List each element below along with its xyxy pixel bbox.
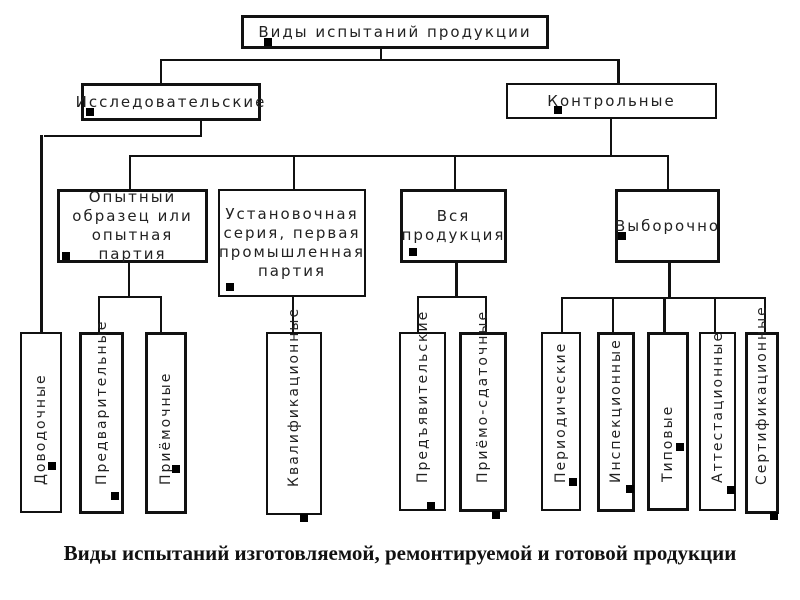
connector — [128, 262, 130, 297]
marker-icon — [727, 486, 735, 494]
marker-icon — [554, 106, 562, 114]
marker-icon — [676, 443, 684, 451]
connector — [417, 296, 419, 333]
marker-icon — [409, 248, 417, 256]
marker-icon — [618, 232, 626, 240]
marker-icon — [111, 492, 119, 500]
leaf-node: Инспекционные — [597, 332, 635, 512]
marker-icon — [86, 108, 94, 116]
leaf-node: Периодические — [541, 332, 581, 511]
connector — [293, 155, 295, 190]
marker-icon — [770, 512, 778, 520]
marker-icon — [569, 478, 577, 486]
leaf-node: Типовые — [647, 332, 689, 511]
figure-caption: Виды испытаний изготовляемой, ремонтируе… — [63, 541, 737, 565]
node-installation-label: Установочная серия, первая промышленная … — [218, 205, 366, 280]
connector — [612, 297, 614, 333]
leaf-node: Предъявительские — [399, 310, 446, 511]
marker-icon — [427, 502, 435, 510]
leaf-label: Типовые — [660, 404, 676, 482]
node-control-label: Контрольные — [547, 91, 676, 110]
marker-icon — [226, 283, 234, 291]
marker-icon — [172, 465, 180, 473]
leaf-label: Доводочные — [33, 373, 49, 485]
node-all: Вся продукция — [400, 189, 507, 263]
leaf-node: Сертификационные — [745, 305, 779, 520]
leaf-label: Предъявительские — [414, 309, 431, 483]
connector — [455, 262, 458, 297]
connector — [160, 296, 162, 333]
connector — [610, 118, 612, 156]
node-sample: Выборочно — [615, 189, 720, 263]
root-label: Виды испытаний продукции — [258, 22, 532, 41]
marker-icon — [48, 462, 56, 470]
connector — [160, 59, 162, 84]
connector — [417, 296, 487, 298]
connector — [160, 59, 618, 61]
connector — [40, 135, 43, 335]
connector — [129, 155, 131, 190]
node-prototype: Опытный образец или опытная партия — [57, 188, 208, 263]
node-sample-label: Выборочно — [614, 216, 721, 235]
marker-icon — [62, 252, 70, 260]
node-all-label: Вся продукция — [401, 207, 506, 244]
connector — [714, 297, 716, 333]
leaf-node: Аттестационные — [699, 330, 736, 511]
leaf-label: Приёмо-сдаточные — [475, 309, 491, 483]
leaf-label: Квалификационные — [286, 306, 302, 487]
connector — [485, 296, 487, 333]
connector — [98, 296, 162, 298]
marker-icon — [626, 485, 634, 493]
node-installation: Установочная серия, первая промышленная … — [218, 189, 366, 297]
node-control: Контрольные — [506, 83, 717, 119]
leaf-node: Приёмочные — [145, 332, 187, 514]
connector — [292, 296, 294, 333]
connector — [668, 262, 671, 298]
marker-icon — [300, 514, 308, 522]
leaf-label: Сертификационные — [754, 305, 770, 485]
leaf-node: Приёмо-сдаточные — [459, 310, 507, 519]
root-node: Виды испытаний продукции — [241, 15, 549, 49]
leaf-label: Периодические — [553, 341, 569, 483]
connector — [663, 297, 666, 333]
connector — [98, 296, 100, 333]
leaf-label: Аттестационные — [709, 330, 726, 483]
marker-icon — [492, 511, 500, 519]
test-types-diagram: Виды испытаний продукции Исследовательск… — [20, 15, 779, 522]
connector — [617, 59, 620, 84]
leaf-node: Предварительные — [79, 320, 124, 514]
leaf-node: Квалификационные — [266, 307, 322, 522]
node-research: Исследовательские — [76, 83, 264, 121]
connector — [764, 297, 766, 333]
node-prototype-label: Опытный образец или опытная партия — [72, 188, 193, 263]
leaf-node: Доводочные — [20, 332, 62, 513]
marker-icon — [264, 38, 272, 46]
connector — [380, 48, 382, 60]
connector — [200, 120, 202, 136]
connector — [454, 155, 456, 190]
node-research-label: Исследовательские — [75, 92, 267, 111]
connector — [561, 297, 563, 333]
connector — [129, 155, 668, 157]
leaf-label: Предварительные — [93, 319, 110, 485]
leaf-label: Инспекционные — [608, 338, 624, 483]
connector — [667, 155, 669, 190]
connector — [44, 135, 202, 137]
